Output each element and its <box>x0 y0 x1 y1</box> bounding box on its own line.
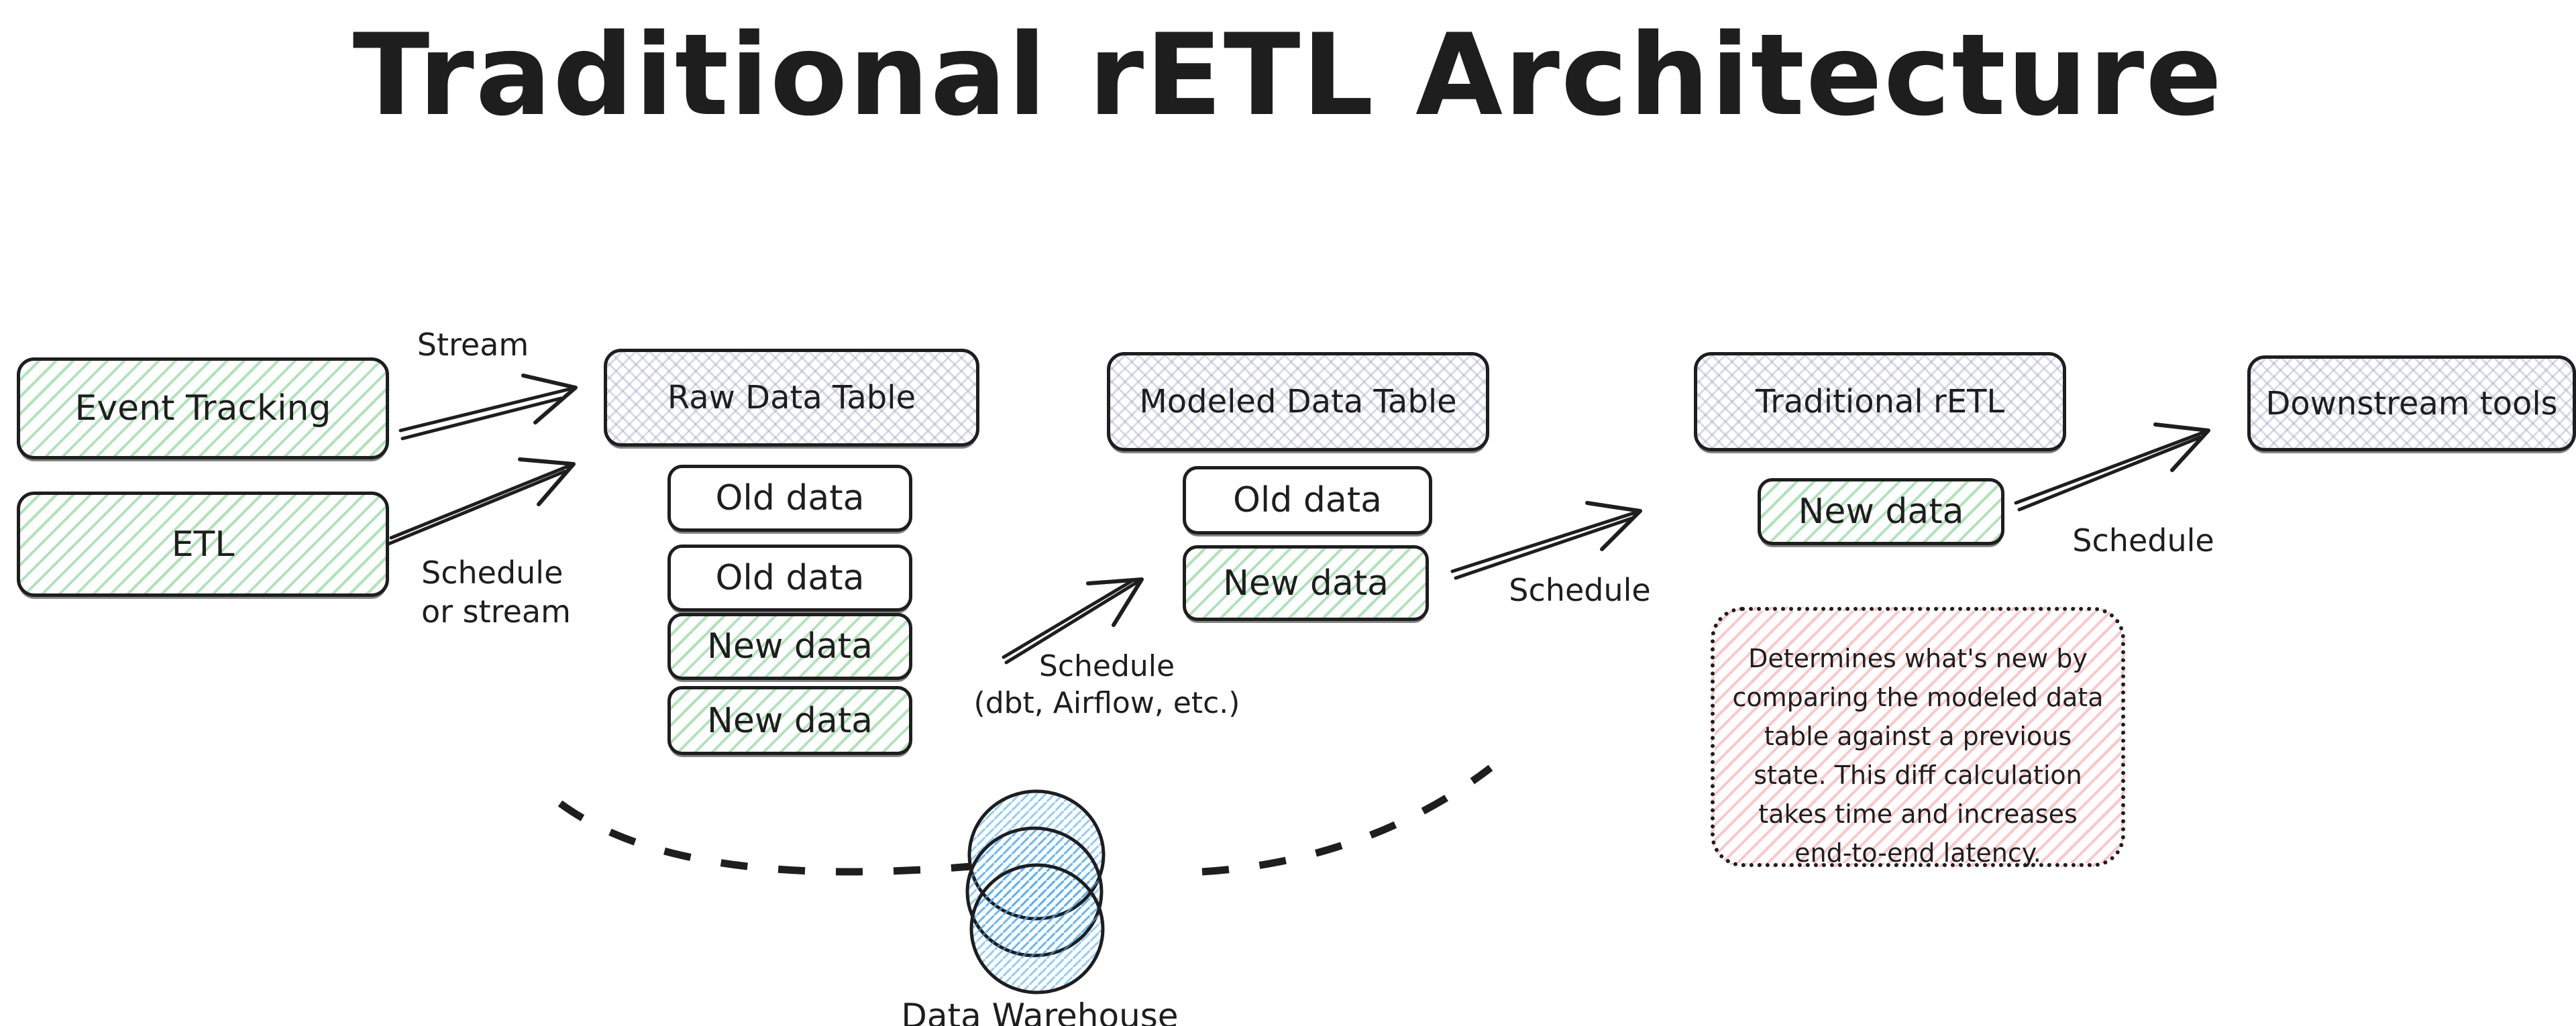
row-label: Old data <box>715 478 865 518</box>
node-event-tracking: Event Tracking <box>17 357 389 459</box>
warehouse-bracket-left <box>557 800 972 876</box>
edge-label-line: Schedule <box>1038 649 1175 683</box>
edge-label-schedule-retl: Schedule <box>1509 572 1651 608</box>
note-line: comparing the modeled data <box>1732 683 2104 712</box>
diagram-title: Traditional rETL Architecture <box>352 9 2224 141</box>
row-label: New data <box>1798 492 1964 532</box>
node-traditional-retl-label: Traditional rETL <box>1755 383 2005 420</box>
note-line: end-to-end latency. <box>1794 838 2041 868</box>
row-label: New data <box>706 626 873 667</box>
row-label: Old data <box>1232 480 1383 520</box>
arrow-schedule-downstream <box>2014 422 2210 512</box>
data-warehouse-label: Data Warehouse <box>901 996 1179 1026</box>
modeled-table-row-new: New data <box>1183 545 1429 621</box>
raw-table-row-old-1: Old data <box>667 465 912 532</box>
modeled-table-row-old: Old data <box>1183 466 1432 534</box>
row-label: Old data <box>715 558 865 598</box>
note-diff-latency: Determines what's new by comparing the m… <box>1711 607 2125 868</box>
node-traditional-retl: Traditional rETL <box>1694 352 2066 451</box>
edge-label-schedule-downstream: Schedule <box>2072 522 2214 559</box>
edge-label-line: Schedule <box>421 555 564 591</box>
raw-table-row-old-2: Old data <box>667 545 912 612</box>
node-event-tracking-label: Event Tracking <box>74 388 331 429</box>
node-modeled-data-table-label: Modeled Data Table <box>1139 383 1457 420</box>
edge-label-line: (dbt, Airflow, etc.) <box>973 686 1240 720</box>
row-label: New data <box>1222 563 1389 604</box>
raw-table-row-new-2: New data <box>667 686 912 755</box>
data-warehouse-icon <box>965 789 1106 994</box>
warehouse-bracket-right <box>1201 764 1493 876</box>
retl-row-new: New data <box>1758 478 2004 545</box>
node-raw-data-table-label: Raw Data Table <box>667 379 916 416</box>
raw-table-row-new-1: New data <box>667 613 912 680</box>
node-etl-label: ETL <box>171 524 235 565</box>
edge-label-schedule-or-stream: Schedule or stream <box>421 554 609 631</box>
node-raw-data-table: Raw Data Table <box>604 349 979 447</box>
edge-label-stream: Stream <box>417 327 529 363</box>
node-etl: ETL <box>17 492 389 597</box>
edge-label-schedule-dbt: Schedule (dbt, Airflow, etc.) <box>939 648 1275 722</box>
arrow-stream <box>398 374 578 441</box>
note-line: Determines what's new by <box>1748 644 2088 673</box>
row-label: New data <box>706 700 873 741</box>
note-line: table against a previous <box>1764 722 2072 751</box>
arrow-schedule-dbt <box>1002 577 1144 665</box>
note-line: state. This diff calculation <box>1754 760 2082 790</box>
edge-label-line: or stream <box>421 593 571 630</box>
arrow-schedule-or-stream <box>385 457 576 547</box>
node-downstream-tools: Downstream tools <box>2247 355 2576 451</box>
node-downstream-tools-label: Downstream tools <box>2265 384 2558 422</box>
arrow-schedule-retl <box>1450 501 1642 580</box>
node-modeled-data-table: Modeled Data Table <box>1107 352 1489 451</box>
note-line: takes time and increases <box>1758 799 2078 829</box>
